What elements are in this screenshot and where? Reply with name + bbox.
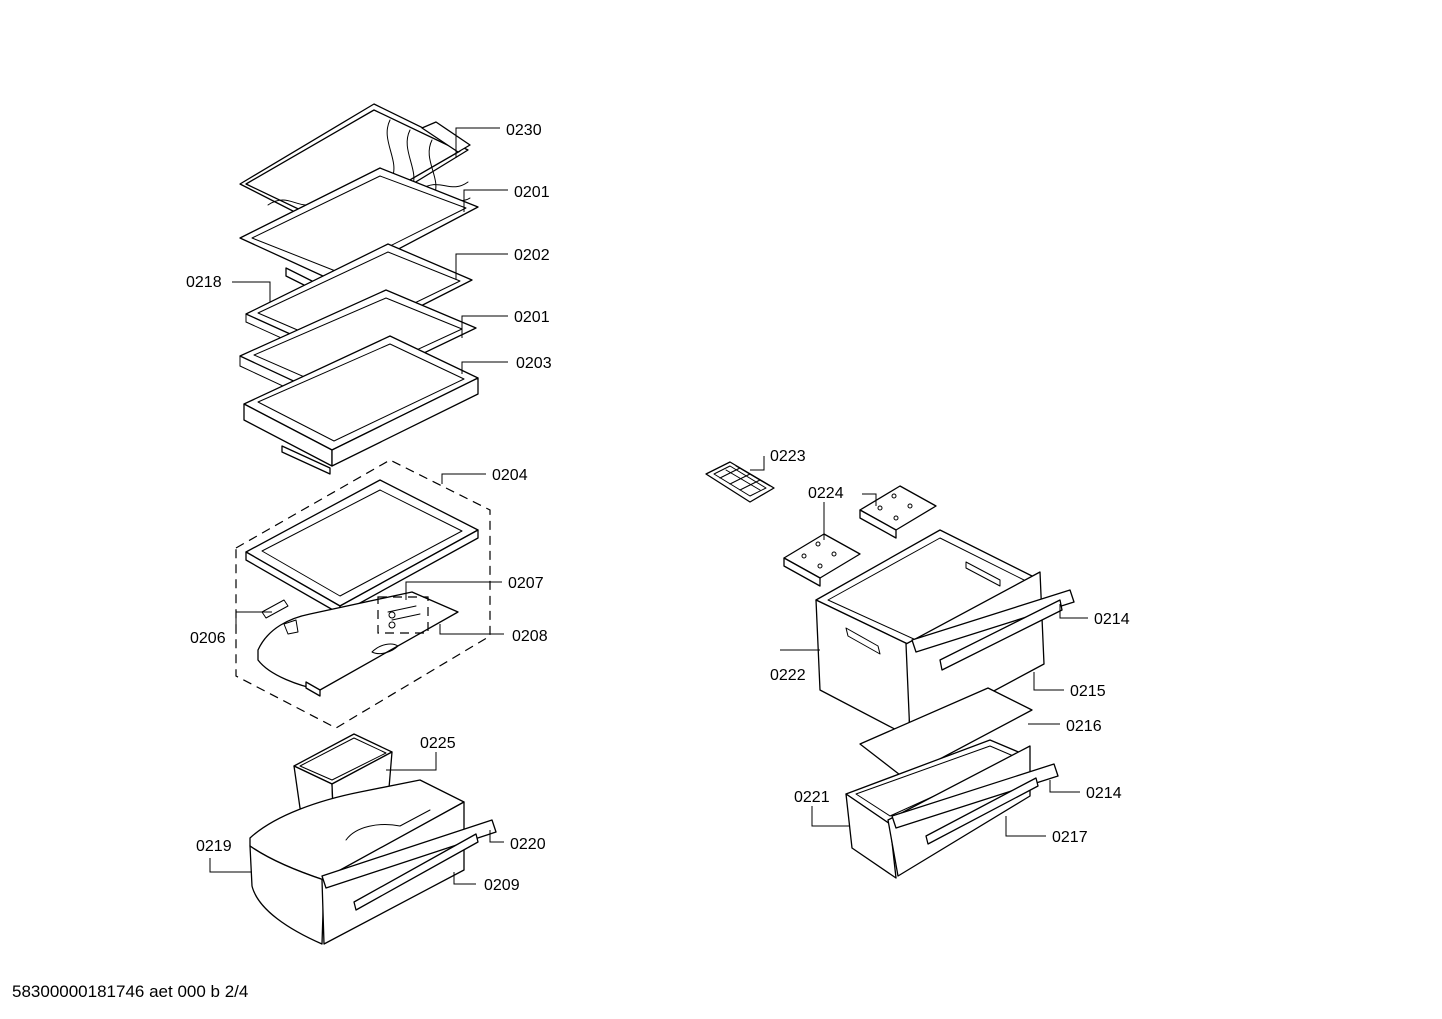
label-0223: 0223 — [770, 448, 806, 465]
divider-plate-0216 — [859, 687, 1033, 779]
drawing-reference-footer: 58300000181746 aet 000 b 2/4 — [12, 982, 249, 1001]
shelf-tray-0203 — [243, 335, 479, 475]
label-0220: 0220 — [510, 836, 546, 853]
part-labels: 0230 0201 0202 0218 0201 0203 0204 0207 … — [186, 122, 1130, 894]
label-0224: 0224 — [808, 485, 844, 502]
label-0222: 0222 — [770, 667, 806, 684]
label-0230: 0230 — [506, 122, 542, 139]
label-0216: 0216 — [1066, 718, 1102, 735]
label-0219: 0219 — [196, 838, 232, 855]
leader-lines — [209, 127, 1088, 885]
label-0204: 0204 — [492, 467, 528, 484]
label-0214-lower: 0214 — [1086, 785, 1122, 802]
label-0225: 0225 — [420, 735, 456, 752]
label-0201-lower: 0201 — [514, 309, 550, 326]
label-0214-upper: 0214 — [1094, 611, 1130, 628]
label-0207: 0207 — [508, 575, 544, 592]
label-0217: 0217 — [1052, 829, 1088, 846]
crisper-shelf-frame — [245, 479, 479, 615]
group-outline-0204 — [235, 459, 491, 729]
freezer-drawer-0221 — [845, 739, 1059, 879]
label-0215: 0215 — [1070, 683, 1106, 700]
label-0203: 0203 — [516, 355, 552, 372]
lower-drawer-0219 — [249, 779, 497, 945]
label-0206: 0206 — [190, 630, 226, 647]
label-0218: 0218 — [186, 274, 222, 291]
label-0202: 0202 — [514, 247, 550, 264]
freezer-drawer-0222 — [815, 529, 1075, 737]
cold-pack-0224-lower — [783, 533, 861, 587]
label-0208: 0208 — [512, 628, 548, 645]
ice-tray-0223 — [705, 461, 775, 503]
crisper-cover-plate — [257, 591, 459, 697]
label-0209: 0209 — [484, 877, 520, 894]
label-0201-upper: 0201 — [514, 184, 550, 201]
label-0221: 0221 — [794, 789, 830, 806]
cold-pack-0224-upper — [859, 485, 937, 539]
